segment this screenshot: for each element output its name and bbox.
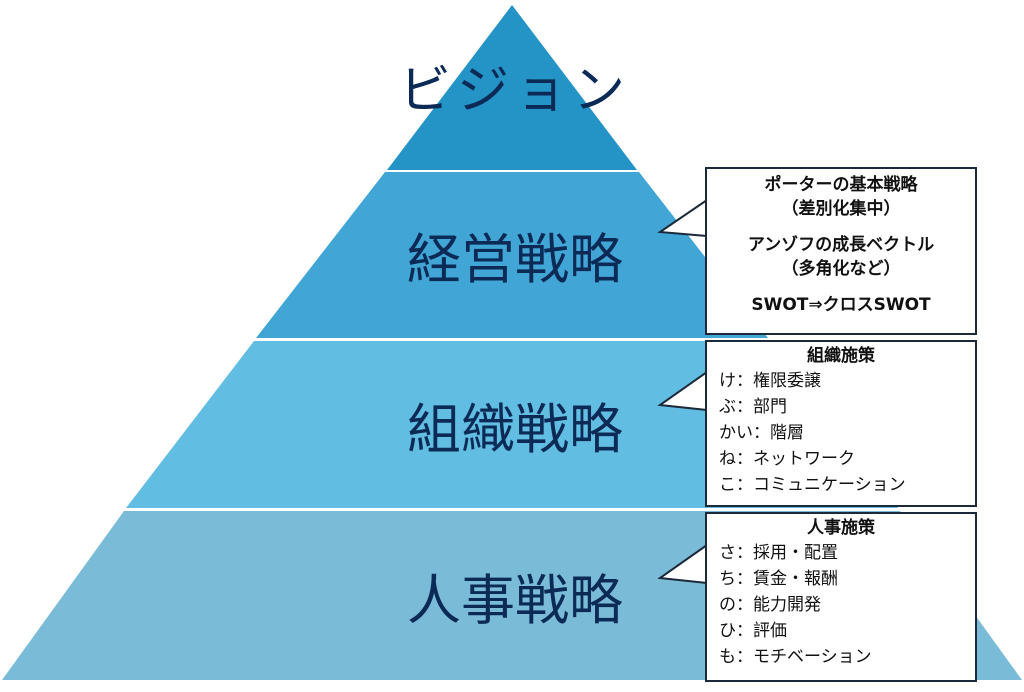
callout-strategy: ポーターの基本戦略 （差別化集中） アンゾフの成長ベクトル （多角化など） SW… [705, 167, 977, 335]
callout-strategy-line: （多角化など） [781, 259, 901, 279]
list-item: け：権限委譲 [719, 371, 821, 391]
callout-org: 組織施策 け：権限委譲 ぶ：部門 かい：階層 ね：ネットワーク こ：コミュニケー… [705, 340, 977, 507]
tier-label-management-strategy: 経営戦略 [407, 228, 623, 291]
list-item: かい：階層 [719, 423, 804, 443]
list-item: さ：採用・配置 [719, 543, 838, 563]
callout-strategy-line: ポーターの基本戦略 [764, 175, 918, 195]
tier-label-hr-strategy: 人事戦略 [407, 569, 623, 632]
callout-strategy-line: アンゾフの成長ベクトル [747, 235, 935, 255]
callout-hr-title: 人事施策 [807, 518, 875, 538]
list-item: ね：ネットワーク [719, 449, 855, 469]
list-item: ひ：評価 [719, 621, 787, 641]
list-item: も：モチベーション [719, 647, 872, 667]
pyramid-tier-management [256, 172, 768, 338]
list-item: の：能力開発 [719, 595, 821, 615]
callout-strategy-line: （差別化集中） [781, 199, 901, 219]
callout-hr: 人事施策 さ：採用・配置 ち：賃金・報酬 の：能力開発 ひ：評価 も：モチベーシ… [705, 512, 977, 682]
tier-label-organization-strategy: 組織戦略 [407, 398, 623, 461]
list-item: こ：コミュニケーション [719, 475, 906, 495]
callout-org-title: 組織施策 [807, 346, 875, 366]
list-item: ぶ：部門 [719, 397, 787, 417]
tier-label-vision: ビジョン [398, 61, 631, 121]
list-item: ち：賃金・報酬 [719, 569, 838, 589]
pyramid-tier-vision [387, 5, 637, 170]
callout-strategy-line: SWOT⇒クロスSWOT [751, 295, 931, 315]
